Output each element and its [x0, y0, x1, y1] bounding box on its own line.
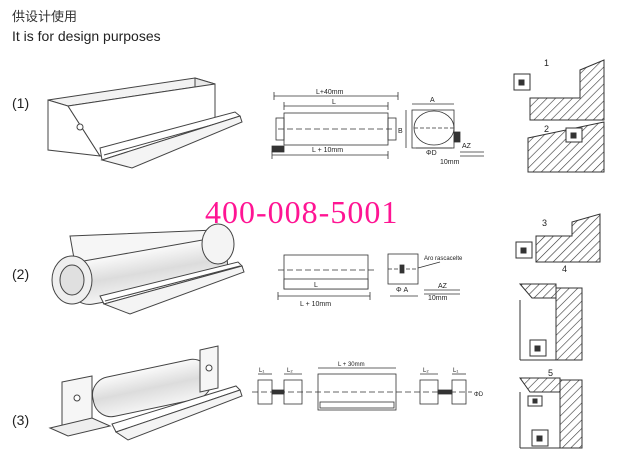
- row3-dimension-drawing: [252, 367, 472, 411]
- row-label-1: (1): [12, 95, 30, 111]
- r3-dim-l2-left: L₂: [287, 368, 293, 374]
- mounting-2-label: 2: [544, 124, 549, 134]
- r3-dim-l1-left: L₁: [259, 368, 264, 374]
- contact-phone: 400-008-5001: [205, 194, 399, 230]
- r1-dim-l10: L + 10mm: [312, 147, 343, 154]
- mounting-4-label: 4: [562, 264, 567, 274]
- r1-dim-b: B: [398, 128, 403, 135]
- r1-dim-phid: ΦD: [426, 150, 437, 157]
- r1-dim-l: L: [332, 99, 336, 106]
- header-title-cn: 供设计使用: [12, 9, 78, 24]
- row2-roll-illustration: [51, 223, 245, 315]
- r3-dim-l30: L + 30mm: [338, 362, 365, 368]
- r3-dim-phid: ΦD: [474, 392, 484, 398]
- r1-dim-10mm: 10mm: [440, 159, 460, 166]
- mounting-1-diagram: [513, 59, 605, 121]
- r1-dim-a: A: [430, 97, 435, 104]
- mounting-3-label: 3: [542, 218, 547, 228]
- r2-dim-az: AZ: [438, 283, 448, 290]
- r3-dim-l1-right: L₁: [453, 368, 458, 374]
- r2-note: Aro rascacelte: [424, 256, 463, 262]
- row-label-3: (3): [12, 412, 30, 428]
- mounting-5-label: 5: [548, 368, 553, 378]
- mounting-2-diagram: [527, 121, 605, 173]
- r2-dim-phia: Φ A: [396, 287, 409, 294]
- mounting-1-label: 1: [544, 58, 549, 68]
- row1-dimension-drawing: [271, 92, 484, 159]
- r2-dim-l10: L + 10mm: [300, 301, 331, 308]
- r3-dim-l2-right: L₂: [423, 368, 429, 374]
- mounting-5-diagram: [519, 377, 583, 449]
- row1-cassette-illustration: [47, 77, 243, 169]
- row-label-2: (2): [12, 266, 30, 282]
- row2-dimension-drawing: [277, 253, 460, 300]
- mounting-3-diagram: [515, 213, 601, 263]
- r1-dim-az: AZ: [462, 143, 472, 150]
- header-title-en: It is for design purposes: [12, 28, 161, 44]
- mounting-4-diagram: [518, 283, 583, 361]
- r2-dim-l: L: [314, 282, 318, 289]
- r1-dim-l40: L+40mm: [316, 89, 344, 96]
- r2-dim-10mm: 10mm: [428, 295, 448, 302]
- row3-roll-illustration: [48, 345, 243, 441]
